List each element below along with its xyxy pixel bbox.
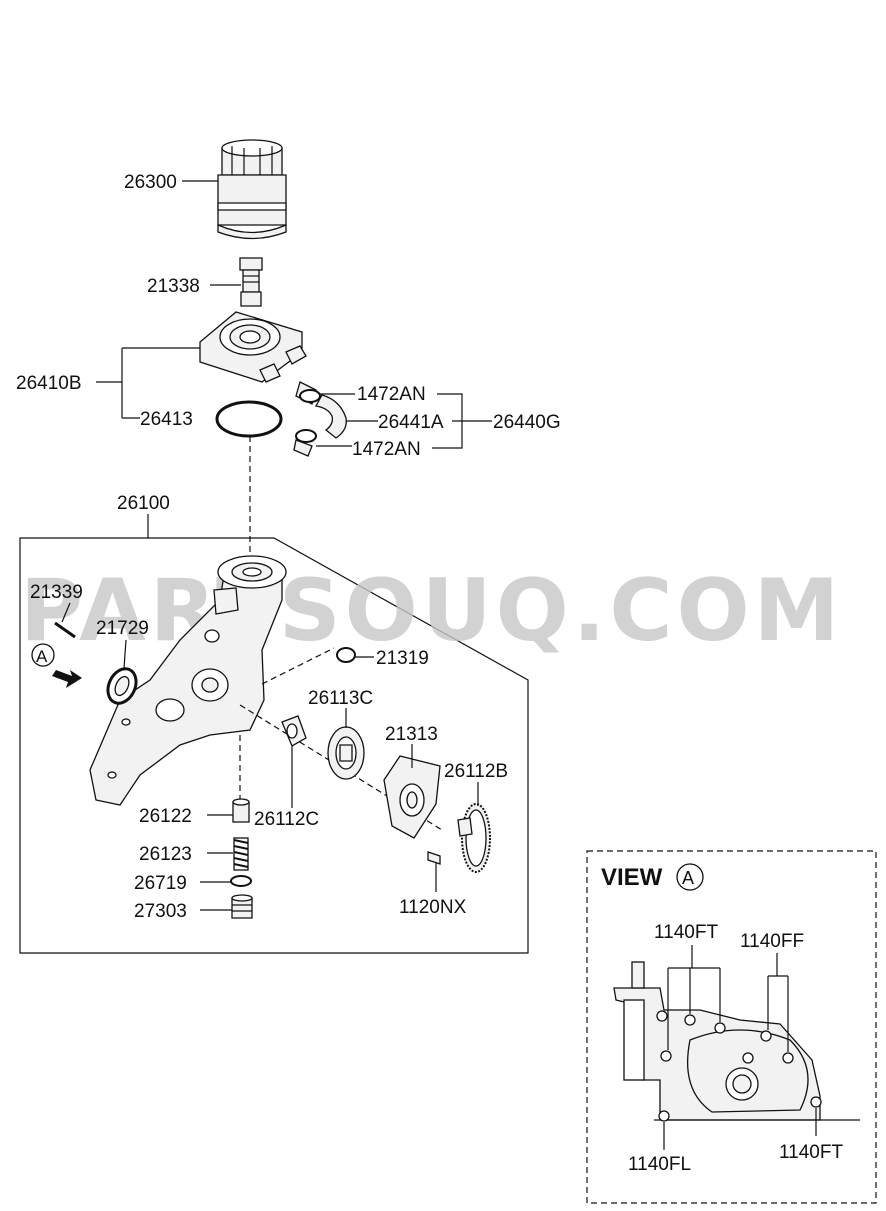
label-26112B: 26112B — [444, 761, 508, 782]
outer-rotor[interactable] — [327, 726, 365, 780]
label-26113C: 26113C — [308, 688, 373, 709]
relief-plunger[interactable] — [232, 798, 250, 823]
filter-bolt[interactable] — [239, 257, 263, 307]
label-26410B: 26410B — [16, 373, 82, 394]
view-a-panel — [586, 850, 877, 1204]
label-26112C: 26112C — [254, 809, 319, 830]
label-21339: 21339 — [30, 582, 83, 603]
label-1140FF: 1140FF — [740, 931, 804, 952]
label-26719: 26719 — [134, 873, 187, 894]
relief-washer[interactable] — [230, 875, 252, 887]
label-21729: 21729 — [96, 618, 149, 639]
assembly-boundary — [19, 537, 529, 954]
pump-rear-view[interactable] — [613, 961, 860, 1122]
filter-o-ring[interactable] — [215, 400, 283, 438]
view-title: VIEW — [601, 864, 663, 891]
relief-spring[interactable] — [233, 837, 249, 871]
label-26441A: 26441A — [378, 412, 444, 433]
oil-pump-body[interactable] — [89, 555, 287, 806]
label-26413: 26413 — [140, 409, 193, 430]
label-21319: 21319 — [376, 648, 429, 669]
watermark: PARTSOUQ.COM — [20, 561, 843, 661]
label-1472AN-top: 1472AN — [357, 384, 426, 405]
cover-bolt[interactable] — [427, 851, 441, 865]
label-27303: 27303 — [134, 901, 187, 922]
cooler-hose-assembly[interactable] — [293, 381, 347, 457]
label-26100: 26100 — [117, 493, 170, 514]
oil-filter[interactable] — [217, 139, 287, 240]
label-21313: 21313 — [385, 724, 438, 745]
view-a-marker: A — [36, 647, 48, 666]
pump-o-ring[interactable] — [336, 647, 356, 663]
drive-sprocket[interactable] — [457, 803, 491, 873]
relief-plug[interactable] — [231, 894, 253, 919]
label-21338: 21338 — [147, 276, 200, 297]
label-26122: 26122 — [139, 806, 192, 827]
label-1120NX: 1120NX — [399, 897, 467, 918]
view-a-arrow[interactable]: A — [31, 643, 82, 688]
label-26440G: 26440G — [493, 412, 561, 433]
inner-rotor[interactable] — [281, 715, 307, 747]
label-26300: 26300 — [124, 172, 177, 193]
label-1140FT-top: 1140FT — [654, 922, 718, 943]
oil-cooler-housing[interactable] — [199, 311, 307, 383]
pump-cover[interactable] — [383, 755, 441, 839]
label-1472AN-bottom: 1472AN — [352, 439, 421, 460]
label-1140FL: 1140FL — [628, 1154, 691, 1175]
label-26123: 26123 — [139, 844, 192, 865]
label-1140FT-bottom: 1140FT — [779, 1142, 843, 1163]
view-title-marker: A — [682, 868, 694, 888]
